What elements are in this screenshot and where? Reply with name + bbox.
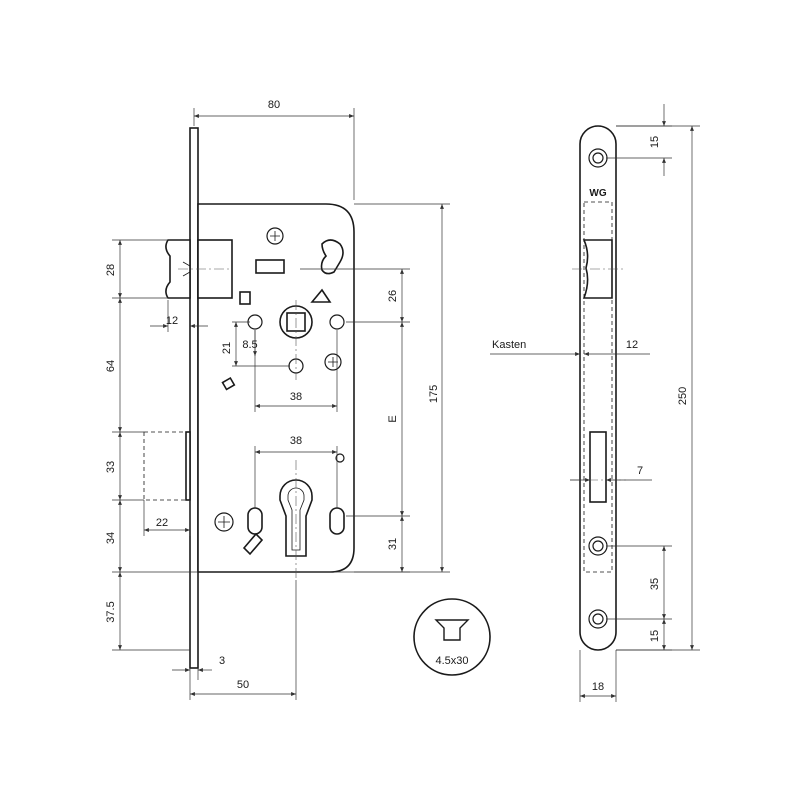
- side-screw-bottom: [588, 609, 608, 629]
- side-view: WG 15: [490, 104, 700, 702]
- countersunk-screw-icon: [434, 619, 470, 641]
- dim-15-bottom: 15: [649, 630, 661, 642]
- dim-3: 3: [219, 655, 225, 667]
- dim-7: 7: [637, 465, 643, 477]
- dim-38-cylinder: 38: [290, 435, 302, 447]
- dim-e: E: [387, 415, 399, 422]
- side-screw-mid: [588, 536, 608, 556]
- front-view: 80 175 26 E 31 28: [105, 99, 450, 700]
- front-dimensions: 80 175 26 E 31 28: [105, 99, 450, 700]
- dim-33: 33: [105, 461, 117, 473]
- dim-80: 80: [268, 99, 280, 111]
- faceplate: [189, 127, 199, 669]
- dim-64: 64: [105, 360, 117, 372]
- case-outline-dashed: [583, 201, 613, 573]
- dim-37-5: 37.5: [105, 601, 117, 622]
- screw-detail-circle: [413, 598, 491, 676]
- deadbolt-outline: [143, 431, 191, 501]
- dim-175: 175: [428, 385, 440, 403]
- screw-detail: 4.5x30: [413, 598, 491, 676]
- dim-34: 34: [105, 532, 117, 544]
- side-faceplate: [579, 125, 617, 651]
- dim-35: 35: [649, 578, 661, 590]
- latch-bolt: [165, 239, 233, 299]
- dim-28: 28: [105, 264, 117, 276]
- side-dimensions: 15 250 Kasten 12 7 35 15: [490, 104, 700, 702]
- dim-15-top: 15: [649, 136, 661, 148]
- screw-spec-label: 4.5x30: [435, 655, 468, 667]
- kasten-label: Kasten: [492, 339, 526, 351]
- side-screw-top: [588, 148, 608, 168]
- bolt-slot: [589, 431, 607, 503]
- dim-22: 22: [156, 517, 168, 529]
- dim-50: 50: [237, 679, 249, 691]
- dim-8-5: 8.5: [242, 339, 257, 351]
- dim-31: 31: [387, 538, 399, 550]
- dim-12-latch: 12: [166, 315, 178, 327]
- logo: WG: [589, 188, 606, 199]
- dim-12-kasten: 12: [626, 339, 638, 351]
- dim-250: 250: [677, 387, 689, 405]
- dim-21: 21: [221, 342, 233, 354]
- dim-26: 26: [387, 290, 399, 302]
- side-latch: [572, 239, 626, 299]
- dim-38-hub: 38: [290, 391, 302, 403]
- lock-case: [197, 203, 355, 573]
- dim-18: 18: [592, 681, 604, 693]
